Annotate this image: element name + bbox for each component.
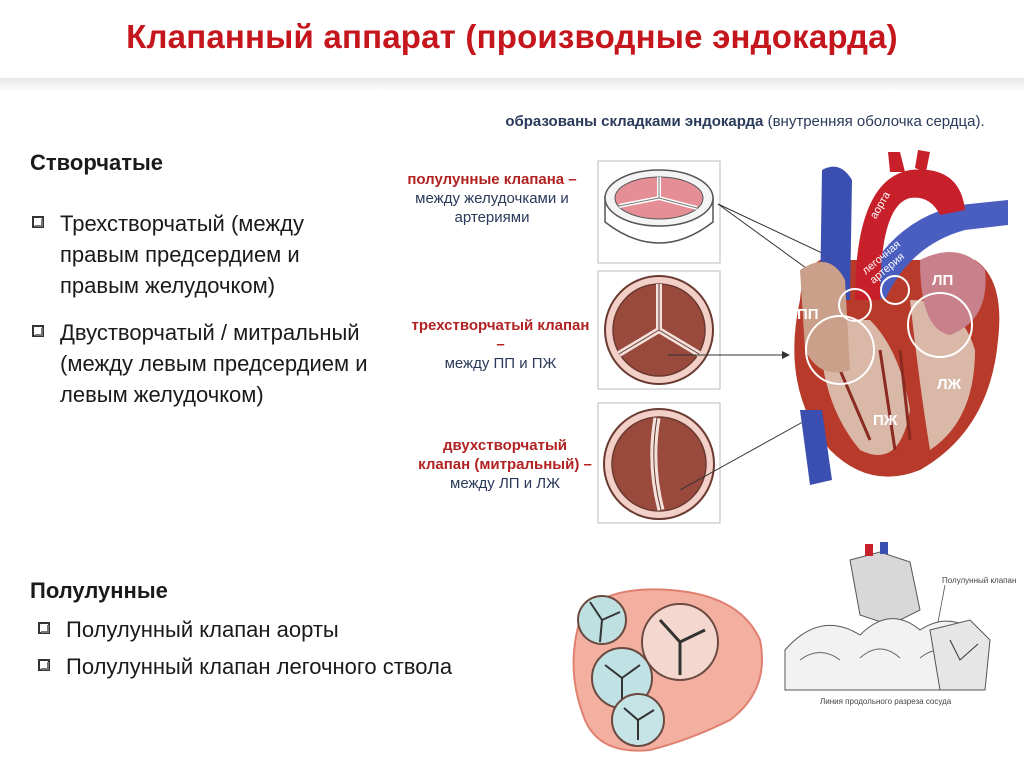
list-item: Двустворчатый / митральный (между левым … <box>30 317 370 410</box>
heart-illustration <box>794 150 1008 485</box>
sketch-label-cut-line: Линия продольного разреза сосуда <box>820 697 952 706</box>
page-title: Клапанный аппарат (производные эндокарда… <box>126 18 898 55</box>
semilunar-valve-illustration <box>597 160 721 264</box>
mitral-valve-illustration <box>597 402 721 524</box>
semilunar-valve-list: Полулунный клапан аорты Полулунный клапа… <box>36 614 556 682</box>
caption-tricuspid: трехстворчатый клапан – между ПП и ПЖ <box>411 317 590 372</box>
leaflet-valve-list: Трехстворчатый (между правым предсердием… <box>30 208 370 410</box>
label-left-ventricle: ЛЖ <box>937 376 962 393</box>
list-item: Полулунный клапан легочного ствола <box>36 651 556 682</box>
semilunar-cross-section-illustration <box>572 588 763 752</box>
checkbox-bullet-icon <box>32 216 44 228</box>
checkbox-bullet-icon <box>38 622 50 634</box>
tricuspid-valve-illustration <box>597 270 721 390</box>
sketch-label-valve: Полулунный клапан <box>942 576 1017 585</box>
checkbox-bullet-icon <box>32 325 44 337</box>
list-item: Трехстворчатый (между правым предсердием… <box>30 208 370 301</box>
caption-mitral: двухстворчатый клапан (митральный) – меж… <box>418 437 592 492</box>
label-right-atrium: ПП <box>797 306 819 323</box>
title-divider <box>0 78 1024 92</box>
caption-semilunar: полулунные клапана – между желудочками и… <box>407 171 577 226</box>
semilunar-valve-sketch <box>784 542 991 691</box>
label-left-atrium: ЛП <box>932 272 954 289</box>
leaflet-section-heading: Створчатые <box>30 150 164 175</box>
label-right-ventricle: ПЖ <box>873 412 898 429</box>
checkbox-bullet-icon <box>38 659 50 671</box>
semilunar-section-heading: Полулунные <box>30 578 168 603</box>
list-item: Полулунный клапан аорты <box>36 614 556 645</box>
diagram-note: образованы складками эндокарда (внутренн… <box>505 113 985 130</box>
